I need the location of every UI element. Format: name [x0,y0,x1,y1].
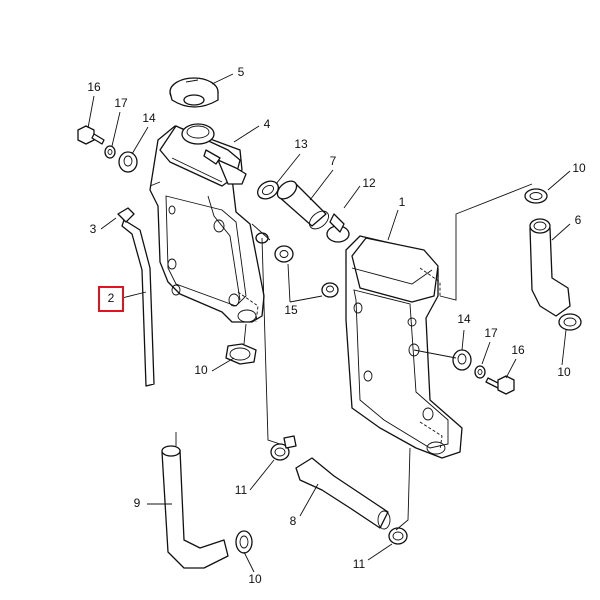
callout-10: 10 [248,572,262,586]
clamp-13 [257,180,279,200]
breather-hose [117,207,155,387]
callout-12: 12 [362,176,376,190]
callout-14: 14 [142,111,156,125]
callout-17: 17 [114,96,128,110]
callout-10: 10 [194,363,208,377]
callout-6: 6 [575,213,582,227]
callout-11: 11 [235,483,248,497]
hose-6 [529,218,571,317]
highlight-box [98,286,124,312]
clamp-right-bottom [558,313,582,331]
clamp-right-top [524,188,548,204]
clamp-left [225,343,257,365]
leader-lines [87,73,571,573]
grommet-15 [255,232,339,298]
radiator-tank [159,123,247,187]
radiator-cap [169,77,219,108]
bolt-collar-top [77,125,138,173]
callout-8: 8 [290,514,297,528]
clamp-12 [326,213,350,243]
callout-9: 9 [134,496,141,510]
clamp-bottom-left [235,530,253,554]
callout-labels: 16 17 14 5 4 13 7 12 1 10 6 3 2 15 14 17 16 10 10 11 9 8 11 10 [87,65,586,586]
callout-2: 2 [108,291,115,305]
callout-14: 14 [457,312,471,326]
callout-1: 1 [399,195,406,209]
callout-16: 16 [511,343,525,357]
clamp-11-right [388,527,408,545]
callout-13: 13 [294,137,308,151]
callout-4: 4 [264,117,271,131]
clamp-11-left [270,435,297,461]
callout-17: 17 [484,326,498,340]
hose-8 [295,457,391,530]
bolt-collar-right [452,349,515,395]
hose-9 [161,445,229,569]
callout-10: 10 [557,365,571,379]
callout-3: 3 [90,222,97,236]
callout-15: 15 [284,303,298,317]
callout-5: 5 [238,65,245,79]
callout-7: 7 [330,154,337,168]
pipe-7 [276,180,330,230]
callout-10: 10 [572,161,586,175]
callout-16: 16 [87,80,101,94]
callout-11: 11 [353,557,366,571]
right-radiator [345,235,463,459]
